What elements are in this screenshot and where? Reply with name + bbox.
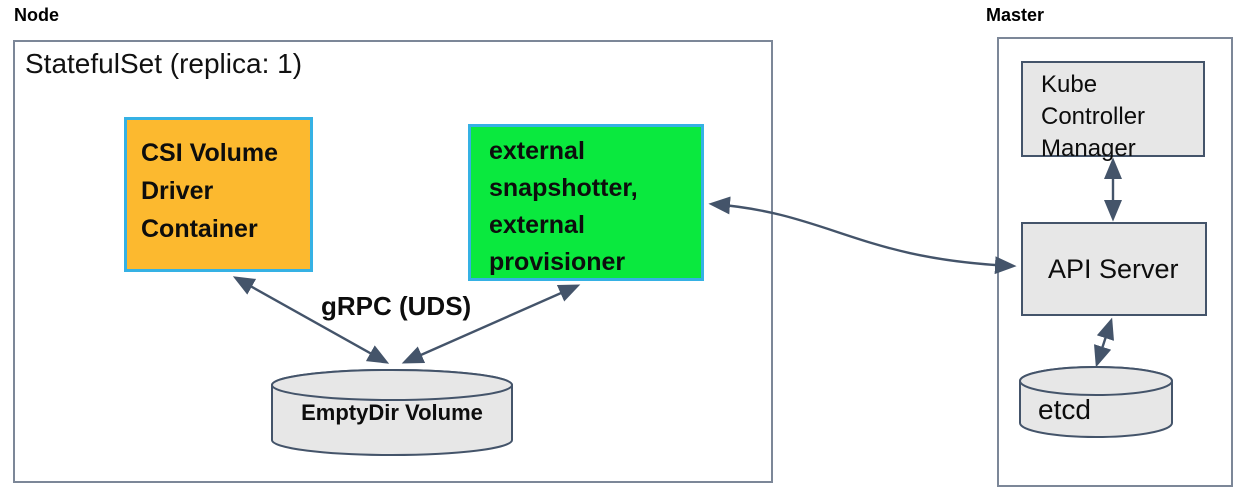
api-server-box: API Server: [1021, 222, 1207, 316]
external-snapshotter-provisioner-box: external snapshotter, external provision…: [468, 124, 704, 281]
emptydir-volume-label: EmptyDir Volume: [301, 400, 483, 425]
master-region-label: Master: [986, 5, 1045, 25]
csi-volume-driver-container-box: CSI Volume Driver Container: [124, 117, 313, 272]
kube-controller-manager-box: Kube Controller Manager: [1021, 61, 1205, 162]
node-region-label: Node: [14, 5, 59, 25]
grpc-uds-label: gRPC (UDS): [321, 291, 472, 321]
etcd-label: etcd: [1038, 394, 1091, 425]
statefulset-label: StatefulSet (replica: 1): [25, 48, 303, 79]
